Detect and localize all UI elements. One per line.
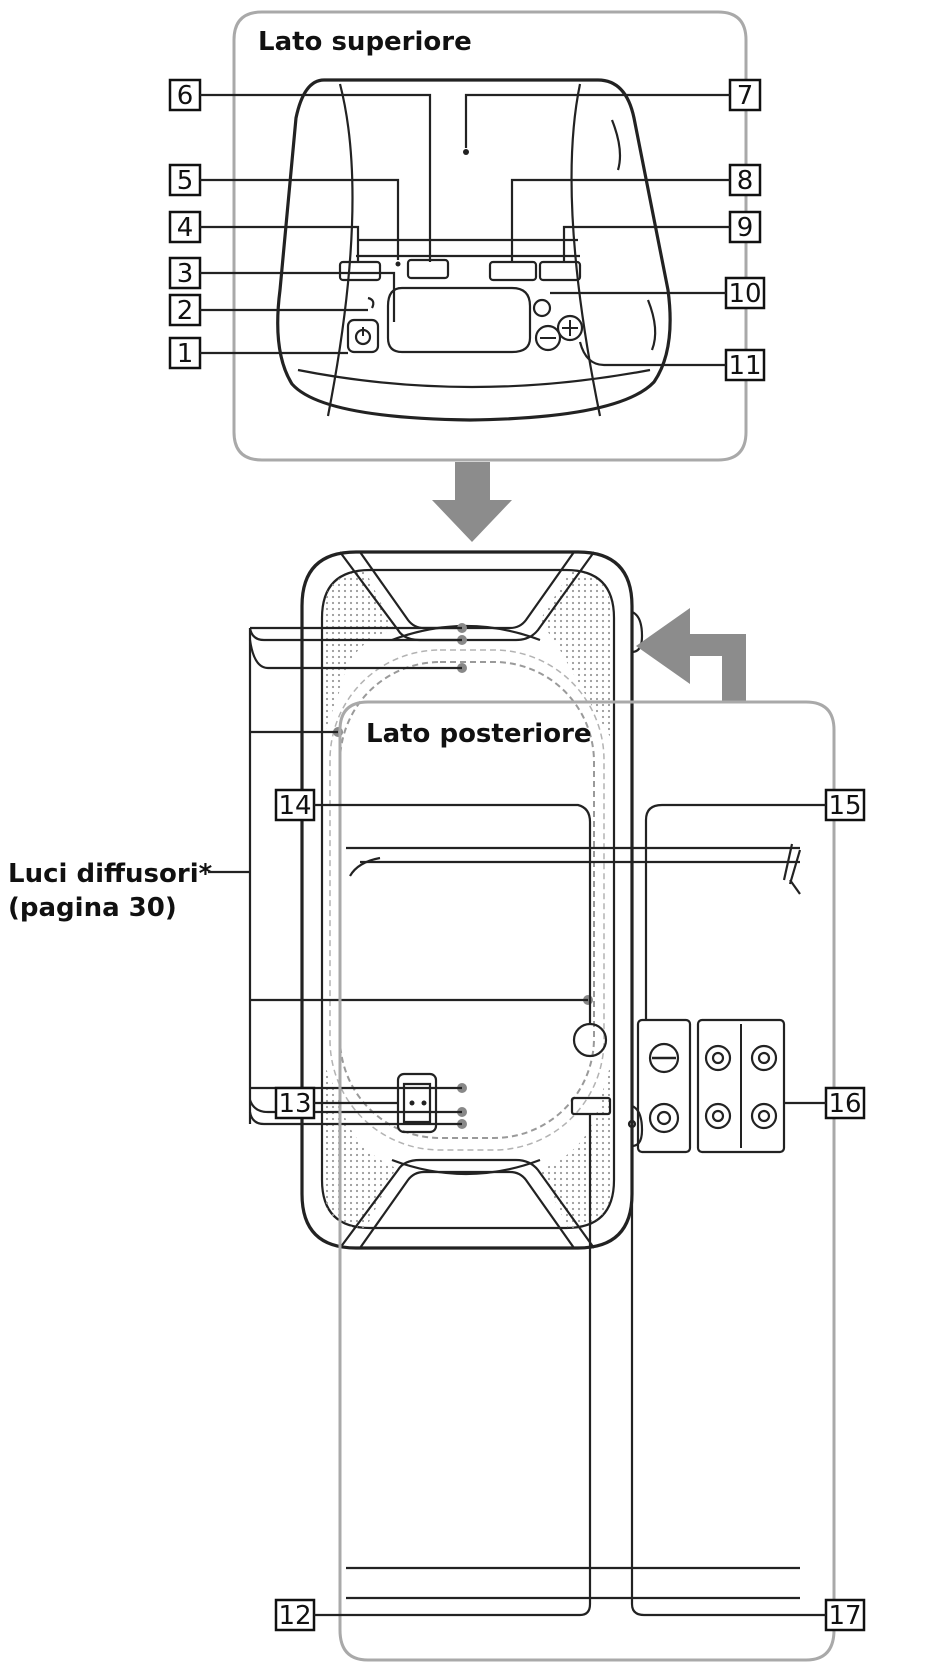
callout-8: 8 bbox=[510, 163, 762, 262]
svg-text:1: 1 bbox=[177, 339, 194, 369]
callout-5: 5 bbox=[168, 163, 400, 260]
speaker-lights-label: Luci diffusori* bbox=[8, 859, 213, 889]
svg-text:15: 15 bbox=[828, 791, 861, 821]
callout-13: 13 bbox=[274, 1086, 398, 1120]
unit-rear-view bbox=[346, 843, 802, 1600]
svg-text:9: 9 bbox=[737, 213, 754, 243]
callout-3: 3 bbox=[168, 256, 396, 322]
display-window bbox=[386, 286, 532, 354]
rear-port-14 bbox=[572, 1022, 608, 1058]
speaker-lights-page-ref: (pagina 30) bbox=[8, 893, 177, 923]
rear-to-front-arrow bbox=[636, 608, 746, 702]
svg-text:17: 17 bbox=[828, 1601, 861, 1631]
top-button-10 bbox=[532, 298, 552, 318]
svg-text:6: 6 bbox=[177, 81, 194, 111]
svg-text:11: 11 bbox=[728, 351, 761, 381]
unit-top-view bbox=[276, 78, 672, 422]
callout-15: 15 bbox=[644, 788, 866, 1020]
svg-text:14: 14 bbox=[278, 791, 311, 821]
front-view: Luci diffusori* (pagina 30) bbox=[8, 550, 644, 1250]
top-side-title: Lato superiore bbox=[258, 27, 472, 57]
rear-jacks-16 bbox=[696, 1018, 786, 1154]
svg-text:8: 8 bbox=[737, 166, 754, 196]
callout-14: 14 bbox=[274, 788, 592, 1024]
callout-11: 11 bbox=[578, 341, 766, 382]
indicator-5 bbox=[395, 261, 401, 267]
callout-16: 16 bbox=[784, 1086, 866, 1120]
volume-minus bbox=[534, 324, 562, 352]
callout-9: 9 bbox=[562, 210, 762, 262]
callout-10: 10 bbox=[550, 276, 766, 310]
top-side-panel: Lato superiore bbox=[168, 10, 766, 462]
svg-text:2: 2 bbox=[177, 296, 194, 326]
rear-hole-17 bbox=[627, 1119, 637, 1129]
down-arrow bbox=[432, 462, 512, 542]
speaker-lights-callout: Luci diffusori* (pagina 30) bbox=[8, 626, 588, 1126]
top-button-8 bbox=[488, 260, 538, 282]
svg-text:3: 3 bbox=[177, 259, 194, 289]
callout-7: 7 bbox=[464, 78, 762, 148]
top-button-9 bbox=[538, 260, 582, 282]
svg-text:13: 13 bbox=[278, 1089, 311, 1119]
rear-jacks-15 bbox=[636, 1018, 692, 1154]
top-button-6 bbox=[406, 258, 450, 280]
callout-1: 1 bbox=[168, 336, 348, 370]
callout-4: 4 bbox=[168, 210, 360, 262]
svg-text:16: 16 bbox=[828, 1089, 861, 1119]
svg-text:7: 7 bbox=[737, 81, 754, 111]
rear-side-title: Lato posteriore bbox=[366, 719, 592, 749]
svg-text:12: 12 bbox=[278, 1601, 311, 1631]
rear-side-panel: Lato posteriore bbox=[274, 700, 866, 1662]
svg-text:5: 5 bbox=[177, 166, 194, 196]
callout-12: 12 bbox=[274, 1114, 592, 1632]
power-button bbox=[346, 318, 380, 354]
svg-text:10: 10 bbox=[728, 279, 761, 309]
volume-plus bbox=[556, 314, 584, 342]
microphone-7 bbox=[463, 149, 469, 155]
callout-2: 2 bbox=[168, 293, 375, 327]
callout-17: 17 bbox=[630, 1130, 866, 1632]
svg-text:4: 4 bbox=[177, 213, 194, 243]
top-button-4 bbox=[338, 260, 382, 282]
callout-6: 6 bbox=[168, 78, 432, 262]
